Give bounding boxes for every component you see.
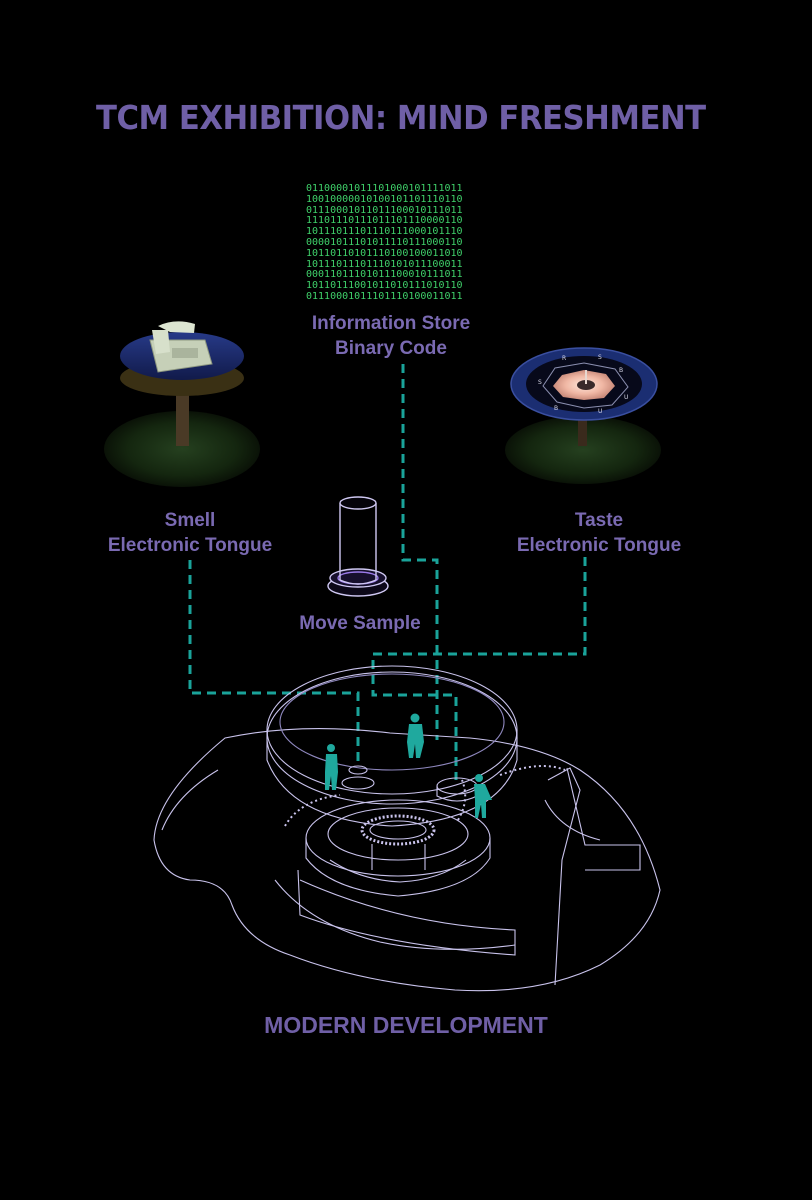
svg-text:U: U xyxy=(598,408,602,415)
binary-row: 10111011101110111000101110 xyxy=(306,226,463,238)
svg-text:B: B xyxy=(554,405,558,412)
smell-line2: Electronic Tongue xyxy=(107,535,273,556)
connector-information-store xyxy=(401,364,439,740)
smell-stand xyxy=(176,388,189,446)
smell-line1: Smell xyxy=(164,510,216,531)
footer-label: MODERN DEVELOPMENT xyxy=(264,1012,548,1038)
binary-row: 10110111001011010111010110 xyxy=(306,280,463,292)
svg-text:B: B xyxy=(619,367,623,374)
binary-row: 10111011101110101011100011 xyxy=(306,258,463,270)
visitor-figure-2 xyxy=(407,713,424,758)
binary-row: 01110001011011100010111011 xyxy=(306,204,463,216)
smell-grass-base xyxy=(104,411,260,487)
taste-line2: Electronic Tongue xyxy=(516,535,682,556)
binary-row: 10010000010100101101110110 xyxy=(306,193,463,205)
binary-row: 00001011101011110111000110 xyxy=(306,236,463,248)
sample-cylinder-icon xyxy=(327,496,389,597)
binary-row: 01100001011101000101111011 xyxy=(306,184,463,194)
information-store-label: Information Store Binary Code xyxy=(290,311,492,361)
svg-text:S: S xyxy=(538,379,542,386)
smell-label: Smell Electronic Tongue xyxy=(92,508,288,558)
connector-taste xyxy=(371,557,587,780)
svg-text:R: R xyxy=(562,355,566,362)
connector-smell xyxy=(188,560,360,765)
taste-stand xyxy=(578,400,587,446)
smell-table-top xyxy=(120,332,244,380)
page-title: TCM EXHIBITION: MIND FRESHMENT xyxy=(96,98,706,137)
binary-row: 10110110101110100100011010 xyxy=(306,247,463,259)
visitor-figure-1 xyxy=(325,744,338,790)
smell-table-rim xyxy=(120,360,244,396)
binary-row: 01110001011101110100011011 xyxy=(306,290,463,302)
binary-row: 00011011101011100010111011 xyxy=(306,269,463,281)
svg-text:U: U xyxy=(624,394,628,401)
svg-text:S: S xyxy=(598,354,602,361)
taste-electronic-tongue-icon: R S B U U B S xyxy=(505,347,661,484)
exhibition-plan-drawing xyxy=(153,665,661,992)
information-store-line1: Information Store xyxy=(311,313,471,334)
move-sample-label: Move Sample xyxy=(299,613,421,634)
taste-line1: Taste xyxy=(574,510,624,531)
taste-label: Taste Electronic Tongue xyxy=(500,508,698,558)
visitor-figure-3 xyxy=(474,774,492,818)
smell-electronic-tongue-icon xyxy=(104,321,260,487)
information-store-line2: Binary Code xyxy=(335,338,447,359)
visitor-figures xyxy=(325,713,492,818)
taste-table-top xyxy=(510,347,658,421)
connector-lines xyxy=(188,364,587,780)
binary-row: 11101110111011101110000110 xyxy=(306,215,463,227)
taste-grass-base xyxy=(505,416,661,484)
